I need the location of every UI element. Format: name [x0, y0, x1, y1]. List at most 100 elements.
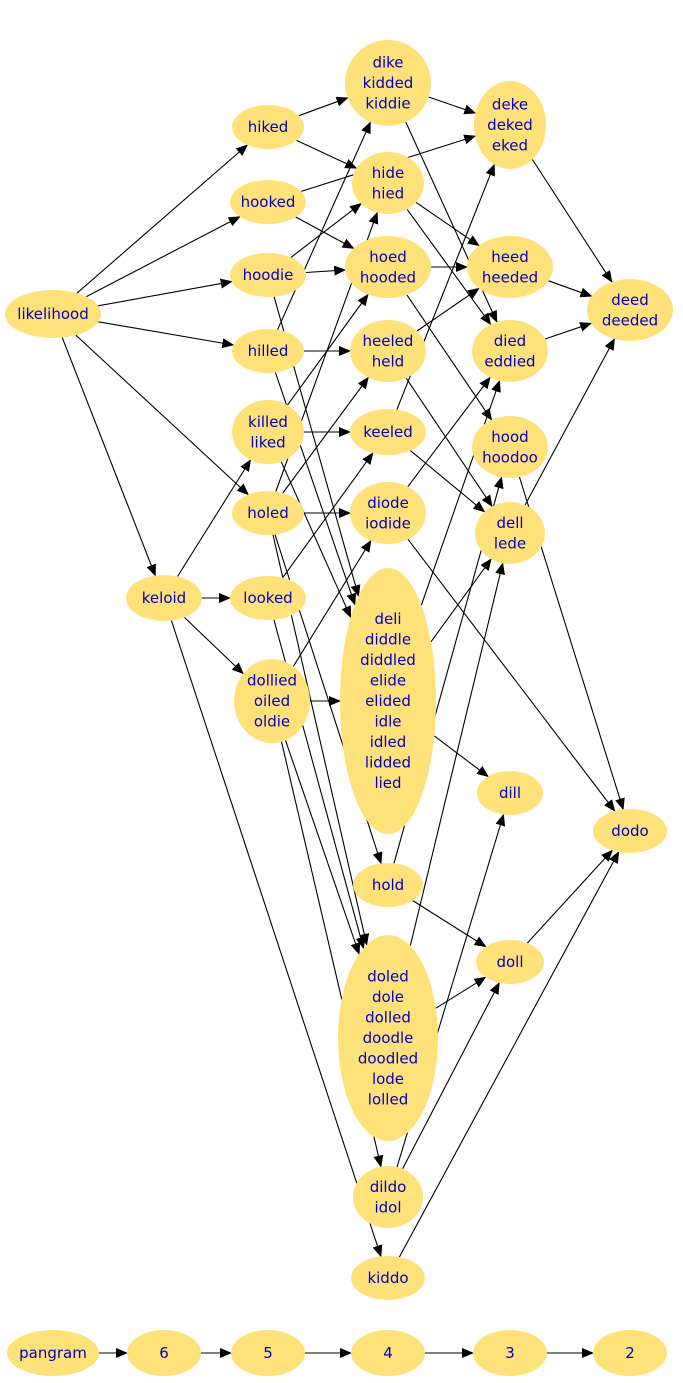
node-label: dollied: [247, 672, 297, 690]
node-label: deke: [492, 96, 528, 114]
node-label: elided: [365, 692, 411, 710]
node-label: 2: [625, 1344, 635, 1362]
node-label: hilled: [248, 342, 289, 360]
node-keeled: keeled: [350, 409, 426, 455]
node-shape: [477, 771, 543, 815]
node-label: dike: [372, 54, 403, 72]
node-shape: [350, 409, 426, 455]
node-looked: looked: [230, 576, 306, 620]
edge-dollied-to-diode: [292, 539, 372, 667]
node-deli: delididdlediddledelideelidedidleidledlid…: [340, 568, 436, 834]
edge-hiked-to-hide: [296, 139, 358, 169]
node-shape: [353, 1166, 423, 1228]
edge-hoodie-to-hide: [290, 202, 362, 258]
edge-looked-to-keeled: [282, 452, 374, 579]
node-2: 2: [593, 1330, 667, 1376]
node-label: heeled: [363, 332, 414, 350]
node-shape: [230, 253, 306, 297]
node-label: 6: [159, 1344, 169, 1362]
node-label: hide: [372, 164, 404, 182]
node-label: died: [494, 332, 526, 350]
node-label: doled: [367, 968, 409, 986]
node-label: hoed: [369, 248, 406, 266]
node-label: dolled: [365, 1009, 411, 1027]
node-holed: holed: [232, 491, 304, 535]
node-shape: [474, 81, 546, 169]
edge-likelihood-to-keloid: [61, 337, 156, 577]
node-label: eddied: [484, 352, 535, 370]
node-label: lied: [374, 774, 401, 792]
node-label: oldie: [254, 713, 290, 731]
node-shape: [352, 152, 424, 214]
node-shape: [353, 863, 423, 907]
node-shape: [338, 935, 438, 1141]
node-shape: [472, 320, 548, 382]
node-label: doll: [496, 953, 523, 971]
node-4: 4: [351, 1330, 425, 1376]
node-label: keloid: [142, 589, 186, 607]
node-hoodie: hoodie: [230, 253, 306, 297]
edge-deke-to-deed: [531, 159, 613, 283]
node-label: eked: [492, 137, 528, 155]
node-shape: [345, 40, 431, 126]
edge-hooked-to-hoed: [295, 216, 355, 249]
node-hiked: hiked: [232, 105, 304, 149]
edge-heeled-to-heed: [416, 287, 480, 332]
node-label: dill: [499, 784, 521, 802]
edge-hilled-to-dike: [276, 121, 371, 331]
edge-heed-to-deed: [548, 280, 593, 298]
node-likelihood: likelihood: [5, 290, 101, 338]
node-label: lolled: [368, 1091, 408, 1109]
edge-keloid-to-dollied: [184, 617, 244, 675]
node-label: deli: [374, 610, 401, 628]
node-label: heed: [491, 248, 529, 266]
edge-dildo-to-doll: [402, 982, 500, 1170]
edge-doled-to-doll: [435, 976, 487, 1009]
node-label: hoodie: [243, 266, 294, 284]
node-shape: [127, 1330, 201, 1376]
node-label: deed: [611, 291, 649, 309]
node-label: hoodoo: [482, 448, 538, 466]
edge-heeled-to-dell: [405, 377, 493, 508]
node-shape: [593, 1330, 667, 1376]
edge-likelihood-to-holed: [75, 334, 249, 496]
node-label: deked: [487, 116, 533, 134]
node-doll: doll: [476, 940, 544, 984]
node-shape: [350, 482, 426, 544]
edge-holed-to-heeled: [282, 376, 369, 494]
node-shape: [345, 236, 431, 298]
node-label: looked: [243, 589, 292, 607]
node-label: hooded: [360, 268, 416, 286]
node-label: dodo: [611, 822, 648, 840]
edge-hiked-to-dike: [298, 96, 349, 117]
edge-diode-to-died: [407, 376, 491, 487]
node-shape: [467, 236, 553, 298]
node-shape: [475, 502, 545, 564]
node-shape: [126, 575, 202, 621]
node-label: pangram: [19, 1344, 87, 1362]
node-label: diddle: [365, 631, 411, 649]
node-hold: hold: [353, 863, 423, 907]
edge-dike-to-deke: [428, 96, 477, 115]
node-shape: [230, 180, 306, 224]
node-keloid: keloid: [126, 575, 202, 621]
node-label: idol: [374, 1198, 401, 1216]
node-dodo: dodo: [593, 809, 667, 853]
edge-hoodie-to-hoed: [305, 265, 347, 276]
node-shape: [231, 1330, 305, 1376]
node-3: 3: [473, 1330, 547, 1376]
node-label: deeded: [602, 311, 658, 329]
node-died: died eddied: [472, 320, 548, 382]
edge-dollied-to-doled: [284, 740, 361, 955]
node-label: doodle: [363, 1029, 414, 1047]
node-label: hold: [372, 876, 404, 894]
edge-died-to-deed: [544, 322, 593, 340]
node-label: kiddo: [367, 1269, 408, 1287]
node-label: held: [372, 352, 404, 370]
node-label: likelihood: [17, 305, 88, 323]
